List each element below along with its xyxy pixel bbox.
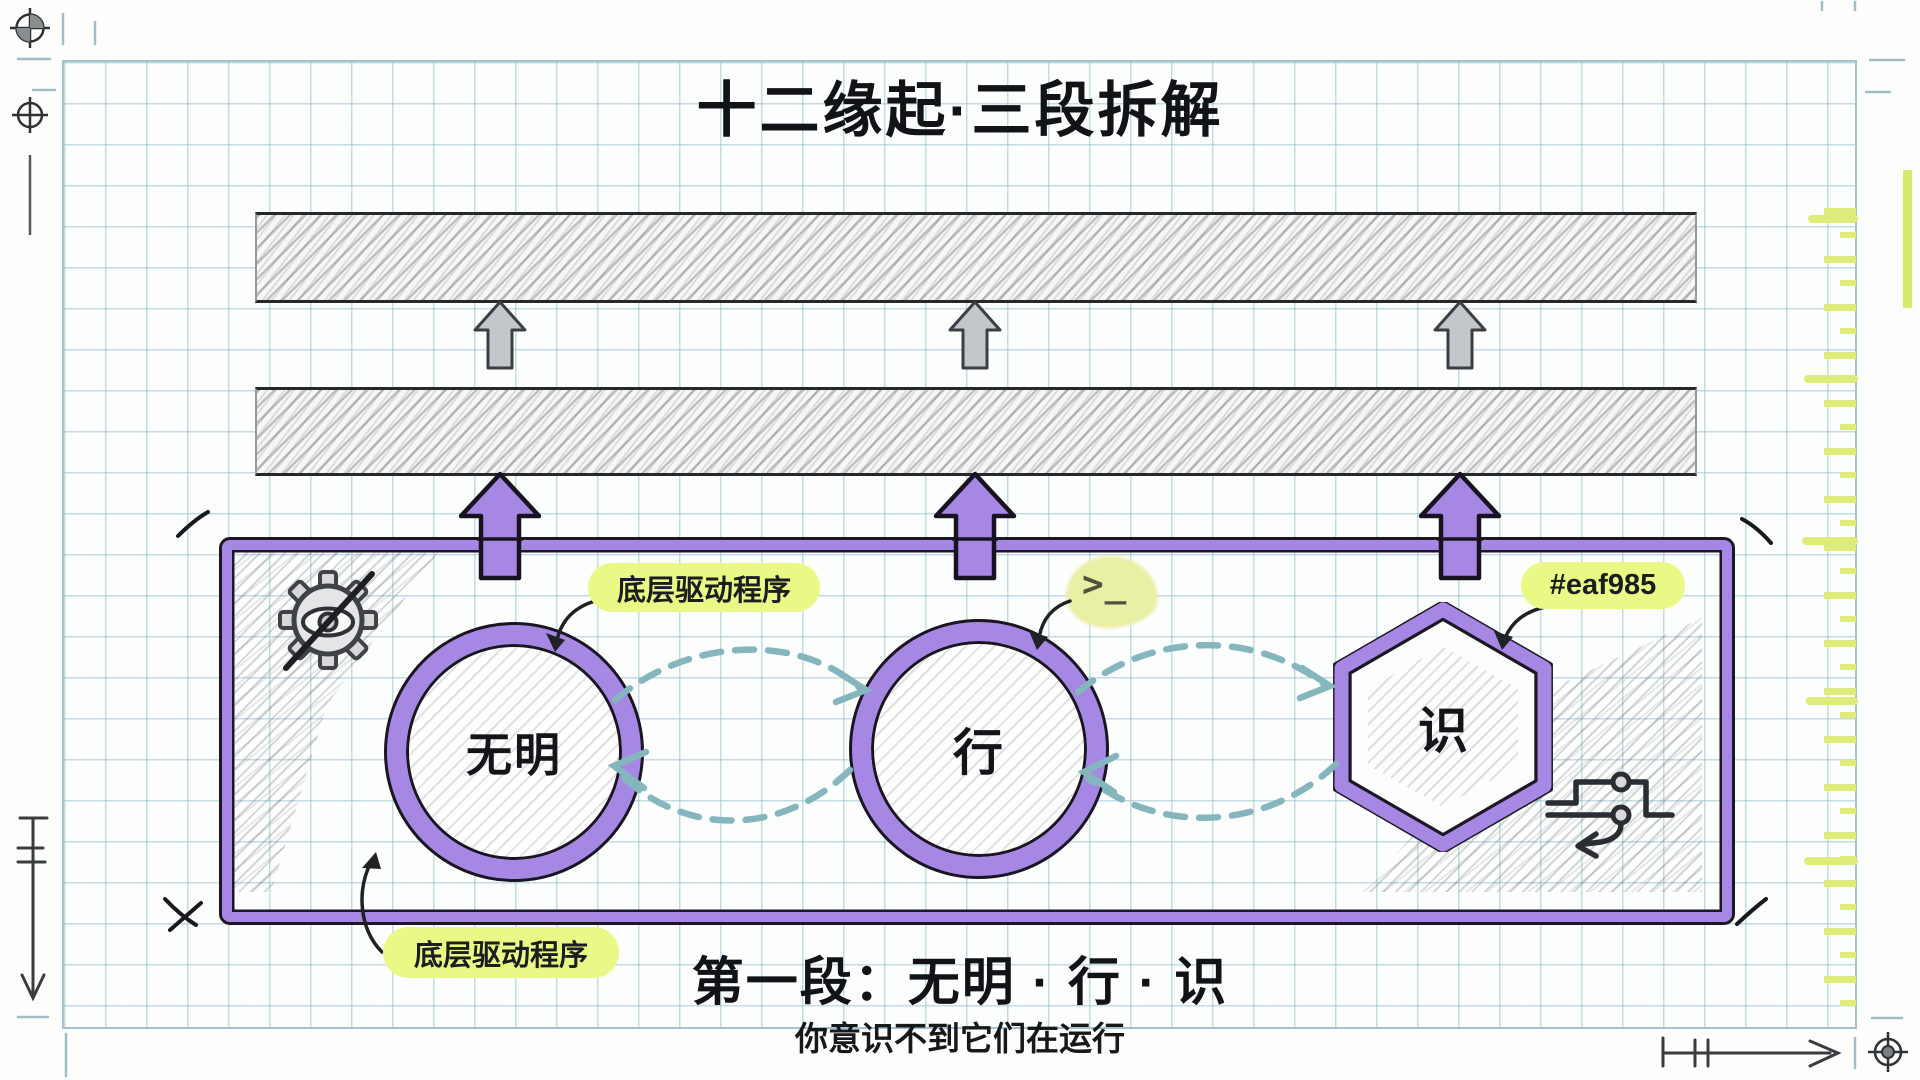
node-xing: 行 bbox=[852, 622, 1106, 876]
registration-mark-top-left bbox=[10, 8, 50, 48]
node-wuming: 无明 bbox=[387, 625, 641, 879]
page-title: 十二缘起·三段拆解 bbox=[696, 77, 1224, 144]
stage-title: 第一段：无明 · 行 · 识 bbox=[691, 954, 1229, 1012]
terminal-highlight-blob bbox=[1066, 556, 1158, 628]
node-xing-label: 行 bbox=[953, 725, 1005, 781]
layer-bar-upper bbox=[255, 212, 1697, 303]
lime-ruler-ticks-short bbox=[1840, 232, 1856, 1018]
node-wuming-label: 无明 bbox=[466, 729, 562, 781]
node-shi-label: 识 bbox=[1418, 703, 1468, 759]
terminal-prompt-icon: >_ bbox=[1082, 564, 1128, 605]
callout-driver-top: 底层驱动程序 bbox=[588, 563, 820, 612]
stage-subtitle: 你意识不到它们在运行 bbox=[795, 1020, 1125, 1057]
lime-margin-bar bbox=[1903, 170, 1912, 308]
callout-driver-bottom: 底层驱动程序 bbox=[383, 927, 619, 978]
layer-bar-lower bbox=[255, 387, 1697, 476]
callout-color-code: #eaf985 bbox=[1521, 562, 1685, 609]
